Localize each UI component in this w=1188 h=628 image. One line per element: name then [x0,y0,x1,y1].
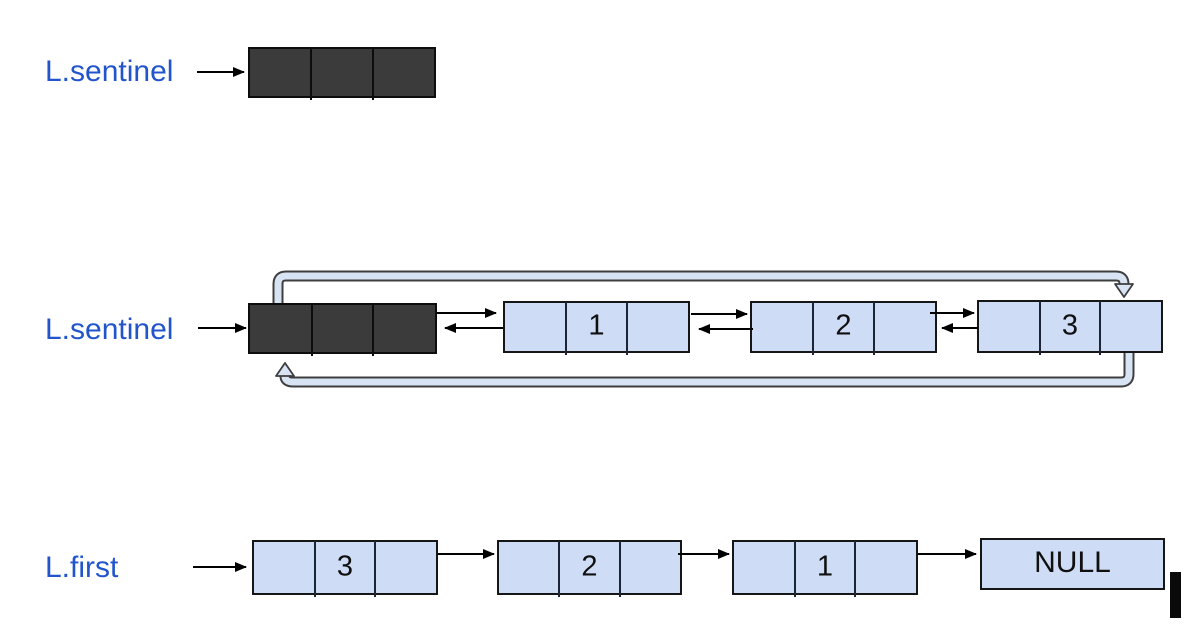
sentinel-prev-wrap-arrow [272,270,1134,303]
list-node-1: 1 [503,301,690,355]
cell-divider [618,541,621,597]
cell-divider [313,541,316,597]
cell-divider [564,302,567,355]
list-node-1-bottom: 1 [732,540,918,597]
cell-divider [374,541,377,597]
wrap-arrowhead-down [1114,283,1134,298]
node-value: 3 [336,550,354,583]
node-value: 1 [588,309,605,342]
cell-divider [372,304,375,356]
node-value: 2 [835,309,852,342]
wrap-arrow-fill [274,272,1128,303]
sentinel-node-middle [248,303,437,356]
list-node-2: 2 [750,301,937,355]
wrap-arrow-outline [272,270,1130,303]
cell-divider [310,48,313,100]
node-value: 2 [581,550,598,583]
cursor-bar [1170,572,1181,618]
label-l-first: L.first [45,551,119,584]
cell-divider [371,48,374,100]
cell-divider [625,302,628,355]
cell-divider [310,304,313,356]
cell-divider [1038,301,1041,355]
list-node-3: 3 [977,300,1163,355]
label-l-sentinel-top: L.sentinel [45,55,174,88]
list-node-2-bottom: 2 [497,540,682,597]
cell-divider [872,302,875,355]
wrap-arrowhead-up [275,362,295,377]
null-terminator-box: NULL [980,538,1165,590]
wrap-arrow-fill [281,353,1133,386]
node-value: 3 [1061,309,1079,342]
node-value: 1 [816,550,834,583]
list-node-3-bottom: 3 [252,540,438,597]
cell-divider [1099,301,1102,355]
cell-divider [793,541,796,597]
sentinel-node-top [248,47,436,100]
wrap-arrow-outline [279,353,1135,388]
cell-divider [558,541,561,597]
cell-divider [854,541,857,597]
null-label: NULL [1034,546,1111,580]
cell-divider [811,302,814,355]
label-l-sentinel-middle: L.sentinel [45,313,174,346]
last-next-wrap-arrow [275,353,1135,388]
